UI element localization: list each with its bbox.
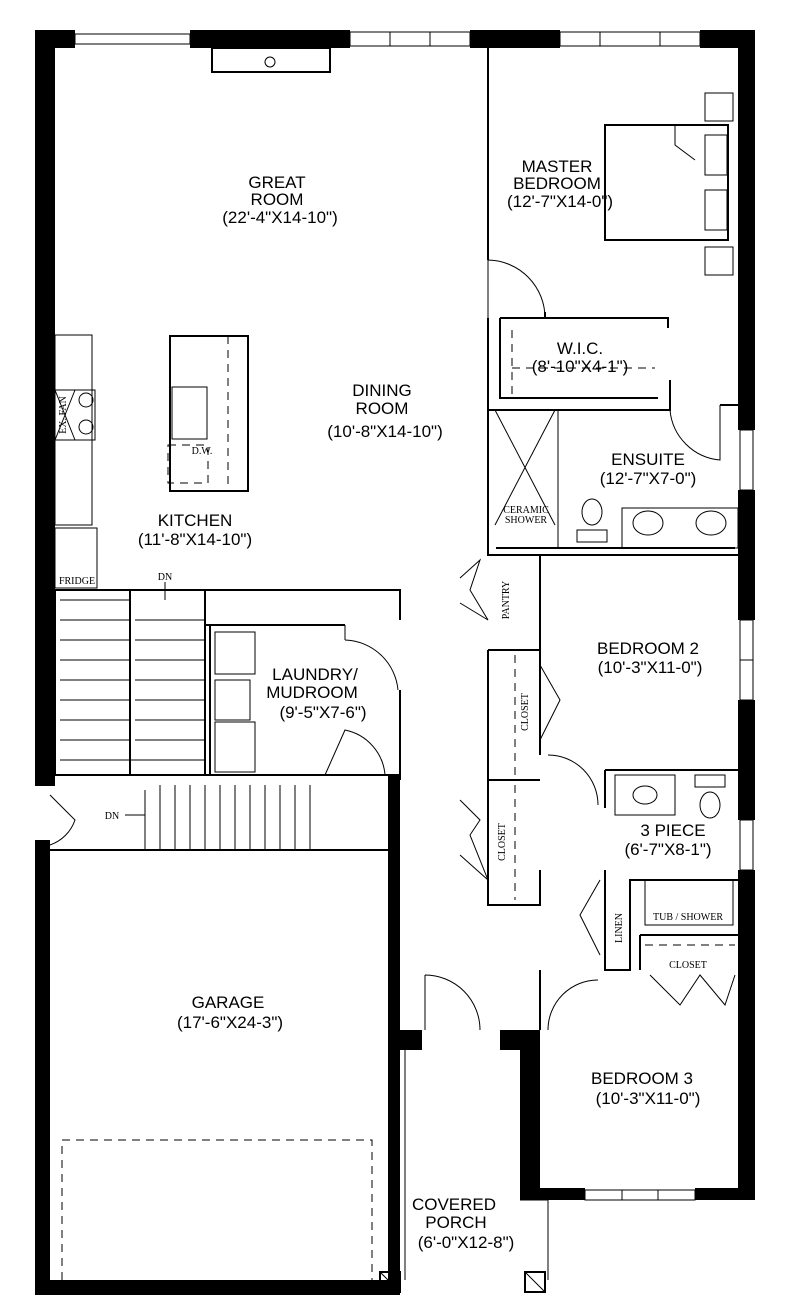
closet-label-bedroom3: CLOSET (669, 960, 707, 971)
svg-text:(10'-3"X11-0"): (10'-3"X11-0") (596, 1089, 701, 1108)
svg-text:BEDROOM 3: BEDROOM 3 (591, 1069, 693, 1088)
laundry-appliances (214, 631, 256, 773)
room-label-master-bedroom: MASTER BEDROOM (12'-7"X14-0") (507, 157, 613, 211)
tub-shower-label: TUB / SHOWER (653, 912, 723, 923)
room-label-wic: W.I.C. (8'-10"X4-1") (532, 339, 629, 376)
stairs (54, 582, 311, 850)
windows (74, 31, 754, 1201)
svg-text:(8'-10"X4-1"): (8'-10"X4-1") (532, 357, 629, 376)
bathroom-fixtures (614, 774, 734, 926)
svg-text:(10'-3"X11-0"): (10'-3"X11-0") (598, 658, 703, 677)
svg-text:MASTER: MASTER (522, 157, 593, 176)
svg-text:GARAGE: GARAGE (192, 993, 265, 1012)
fridge-label: FRIDGE (59, 576, 95, 587)
closet-rods (511, 330, 735, 946)
room-label-3-piece: 3 PIECE (6'-7"X8-1") (624, 821, 711, 859)
exterior-walls (35, 30, 755, 1295)
dishwasher-label: D.W. (192, 446, 213, 457)
svg-text:W.I.C.: W.I.C. (557, 339, 603, 358)
svg-text:GREAT: GREAT (248, 173, 305, 192)
room-label-kitchen: KITCHEN (11'-8"X14-10") (138, 511, 252, 549)
svg-text:(12'-7"X7-0"): (12'-7"X7-0") (600, 469, 697, 488)
svg-text:PORCH: PORCH (425, 1213, 486, 1232)
room-label-garage: GARAGE (17'-6"X24-3") (177, 993, 283, 1032)
doors (49, 259, 736, 1031)
svg-text:(22'-4"X14-10"): (22'-4"X14-10") (222, 208, 337, 227)
linen-label: LINEN (614, 913, 625, 943)
master-bed (604, 92, 734, 276)
svg-text:(6'-0"X12-8"): (6'-0"X12-8") (418, 1233, 515, 1252)
svg-text:(10'-8"X14-10"): (10'-8"X14-10") (327, 422, 442, 441)
closet-label-bedroom2: CLOSET (520, 693, 531, 731)
room-label-laundry: LAUNDRY/ MUDROOM (9'-5"X7-6") (266, 665, 366, 722)
fireplace (211, 47, 331, 73)
svg-text:(17'-6"X24-3"): (17'-6"X24-3") (177, 1013, 283, 1032)
room-label-ensuite: ENSUITE (12'-7"X7-0") (600, 450, 697, 488)
svg-text:(12'-7"X14-0"): (12'-7"X14-0") (507, 192, 613, 211)
svg-text:COVERED: COVERED (412, 1195, 496, 1214)
exhaust-fan-label: EX. FAN (58, 396, 69, 434)
garage-door (61, 1139, 373, 1280)
svg-text:ENSUITE: ENSUITE (611, 450, 685, 469)
svg-text:DINING: DINING (352, 381, 412, 400)
closet-label-hall: CLOSET (497, 823, 508, 861)
kitchen-cabinets (54, 334, 249, 589)
room-label-bedroom3: BEDROOM 3 (10'-3"X11-0") (591, 1069, 700, 1108)
svg-text:BEDROOM 2: BEDROOM 2 (597, 639, 699, 658)
svg-text:ROOM: ROOM (251, 190, 304, 209)
room-label-dining: DINING ROOM (10'-8"X14-10") (327, 381, 442, 441)
ensuite-fixtures (494, 409, 739, 549)
room-label-great-room: GREAT ROOM (22'-4"X14-10") (222, 173, 337, 227)
stairs-dn-label-2: DN (105, 811, 119, 822)
svg-text:ROOM: ROOM (356, 399, 409, 418)
ceramic-shower-label: CERAMIC (503, 505, 549, 516)
stairs-dn-label: DN (158, 572, 172, 583)
svg-text:(11'-8"X14-10"): (11'-8"X14-10") (138, 530, 252, 549)
porch-columns (379, 1050, 549, 1293)
svg-text:(9'-5"X7-6"): (9'-5"X7-6") (279, 703, 366, 722)
svg-text:MUDROOM: MUDROOM (266, 683, 358, 702)
svg-text:BEDROOM: BEDROOM (513, 174, 601, 193)
pantry-label: PANTRY (501, 581, 512, 620)
room-label-porch: COVERED PORCH (6'-0"X12-8") (412, 1195, 514, 1252)
svg-text:KITCHEN: KITCHEN (158, 511, 233, 530)
svg-text:3 PIECE: 3 PIECE (640, 821, 705, 840)
room-label-bedroom2: BEDROOM 2 (10'-3"X11-0") (597, 639, 702, 677)
svg-text:LAUNDRY/: LAUNDRY/ (272, 665, 358, 684)
ceramic-shower-label-2: SHOWER (505, 515, 548, 526)
svg-text:(6'-7"X8-1"): (6'-7"X8-1") (624, 840, 711, 859)
